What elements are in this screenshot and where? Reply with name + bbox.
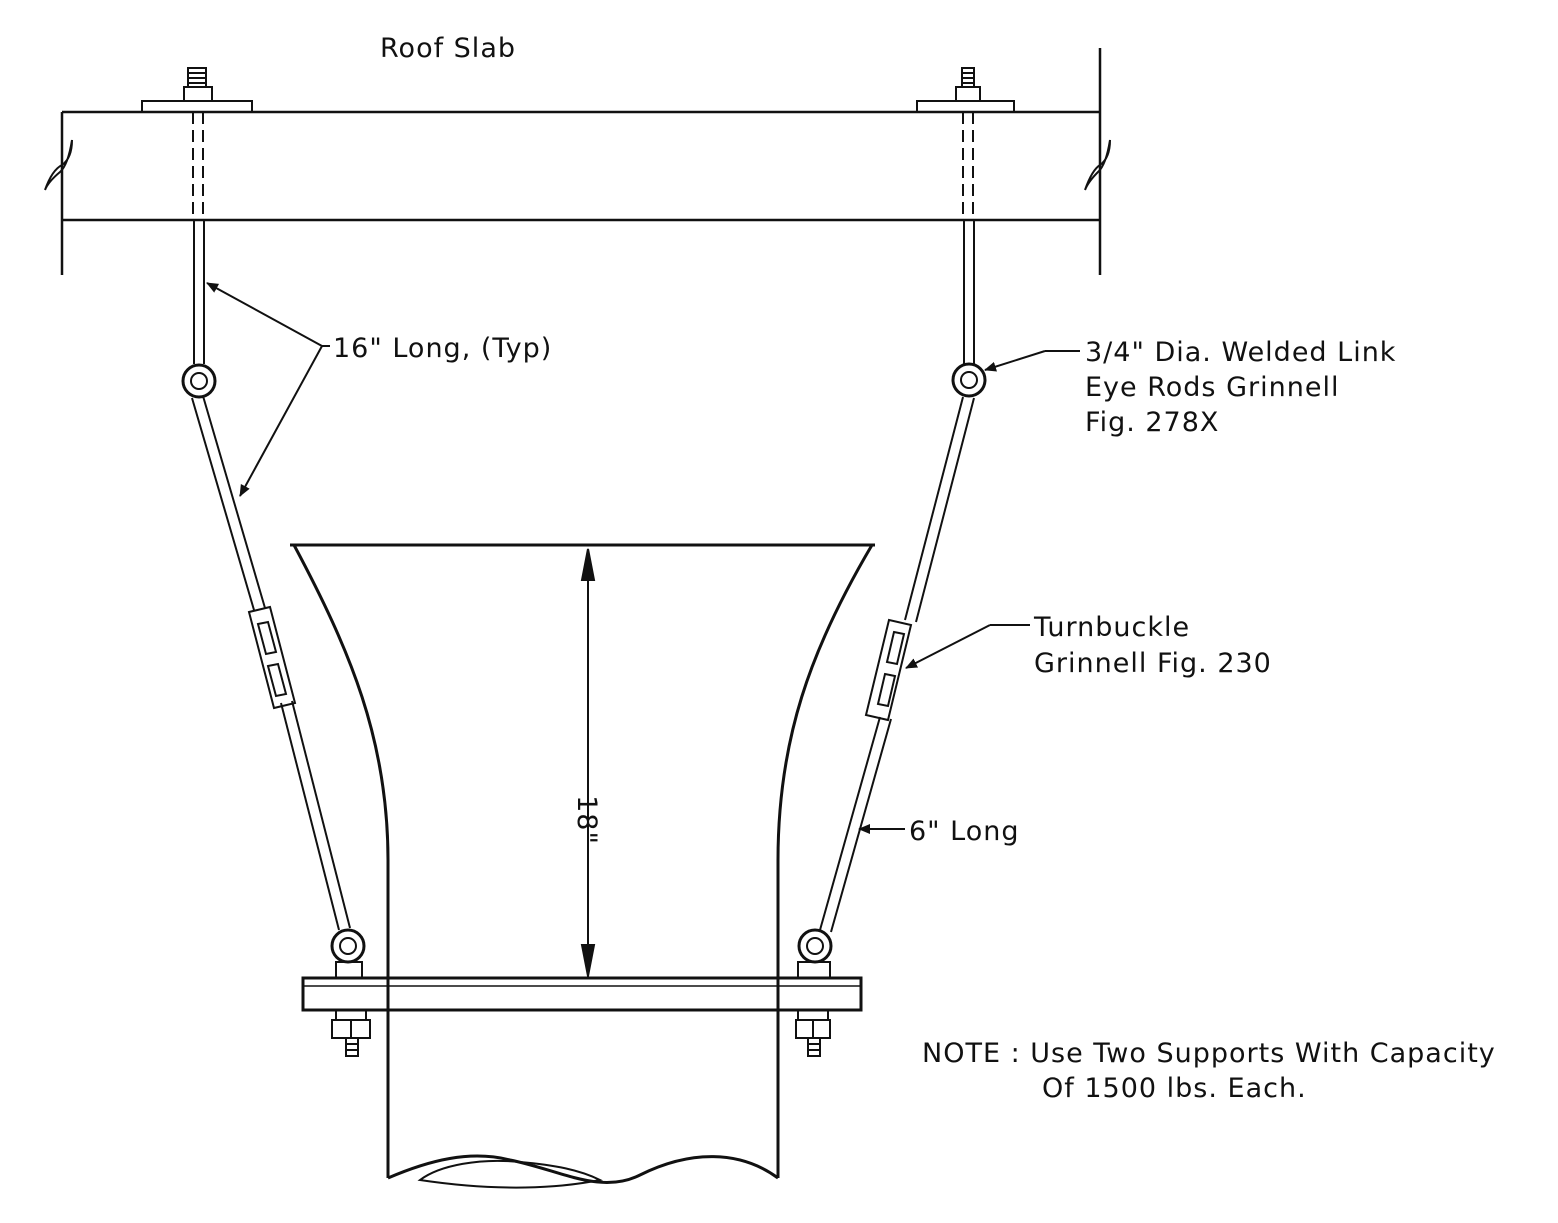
right-turnbuckle xyxy=(864,618,913,722)
left-upper-eye xyxy=(181,363,217,399)
left-lower-eye xyxy=(330,928,366,964)
roof-slab-label: Roof Slab xyxy=(380,33,516,64)
left-diagonal-rod xyxy=(191,395,351,931)
eye-rod-label-line2: Eye Rods Grinnell xyxy=(1085,372,1339,403)
dimension-18 xyxy=(580,548,596,978)
left-clamp-bolt xyxy=(331,961,371,1057)
pipe-clamp xyxy=(301,976,863,1012)
right-clamp-bolt xyxy=(795,961,831,1057)
rod-16-long-label: 16" Long, (Typ) xyxy=(333,333,552,364)
turnbuckle-label-line2: Grinnell Fig. 230 xyxy=(1034,648,1272,679)
right-upper-eye xyxy=(951,362,987,398)
leader-eye-rod xyxy=(984,350,1080,372)
right-lower-eye xyxy=(797,928,833,964)
right-top-anchor xyxy=(916,67,1015,220)
left-top-anchor xyxy=(141,67,253,220)
left-turnbuckle xyxy=(247,605,297,710)
right-vertical-rod xyxy=(963,220,975,364)
note-line2: Of 1500 lbs. Each. xyxy=(1042,1073,1307,1104)
pipe-funnel xyxy=(290,543,875,1189)
rod-6-long-label: 6" Long xyxy=(909,816,1020,847)
leader-turnbuckle xyxy=(905,624,1030,669)
dimension-18-label: 18" xyxy=(571,795,602,845)
turnbuckle-label-line1: Turnbuckle xyxy=(1033,612,1190,643)
leader-16-long xyxy=(206,282,330,497)
note-line1: NOTE : Use Two Supports With Capacity xyxy=(922,1038,1496,1069)
eye-rod-label-line1: 3/4" Dia. Welded Link xyxy=(1085,337,1396,368)
left-vertical-rod xyxy=(193,220,205,364)
eye-rod-label-line3: Fig. 278X xyxy=(1085,407,1219,438)
